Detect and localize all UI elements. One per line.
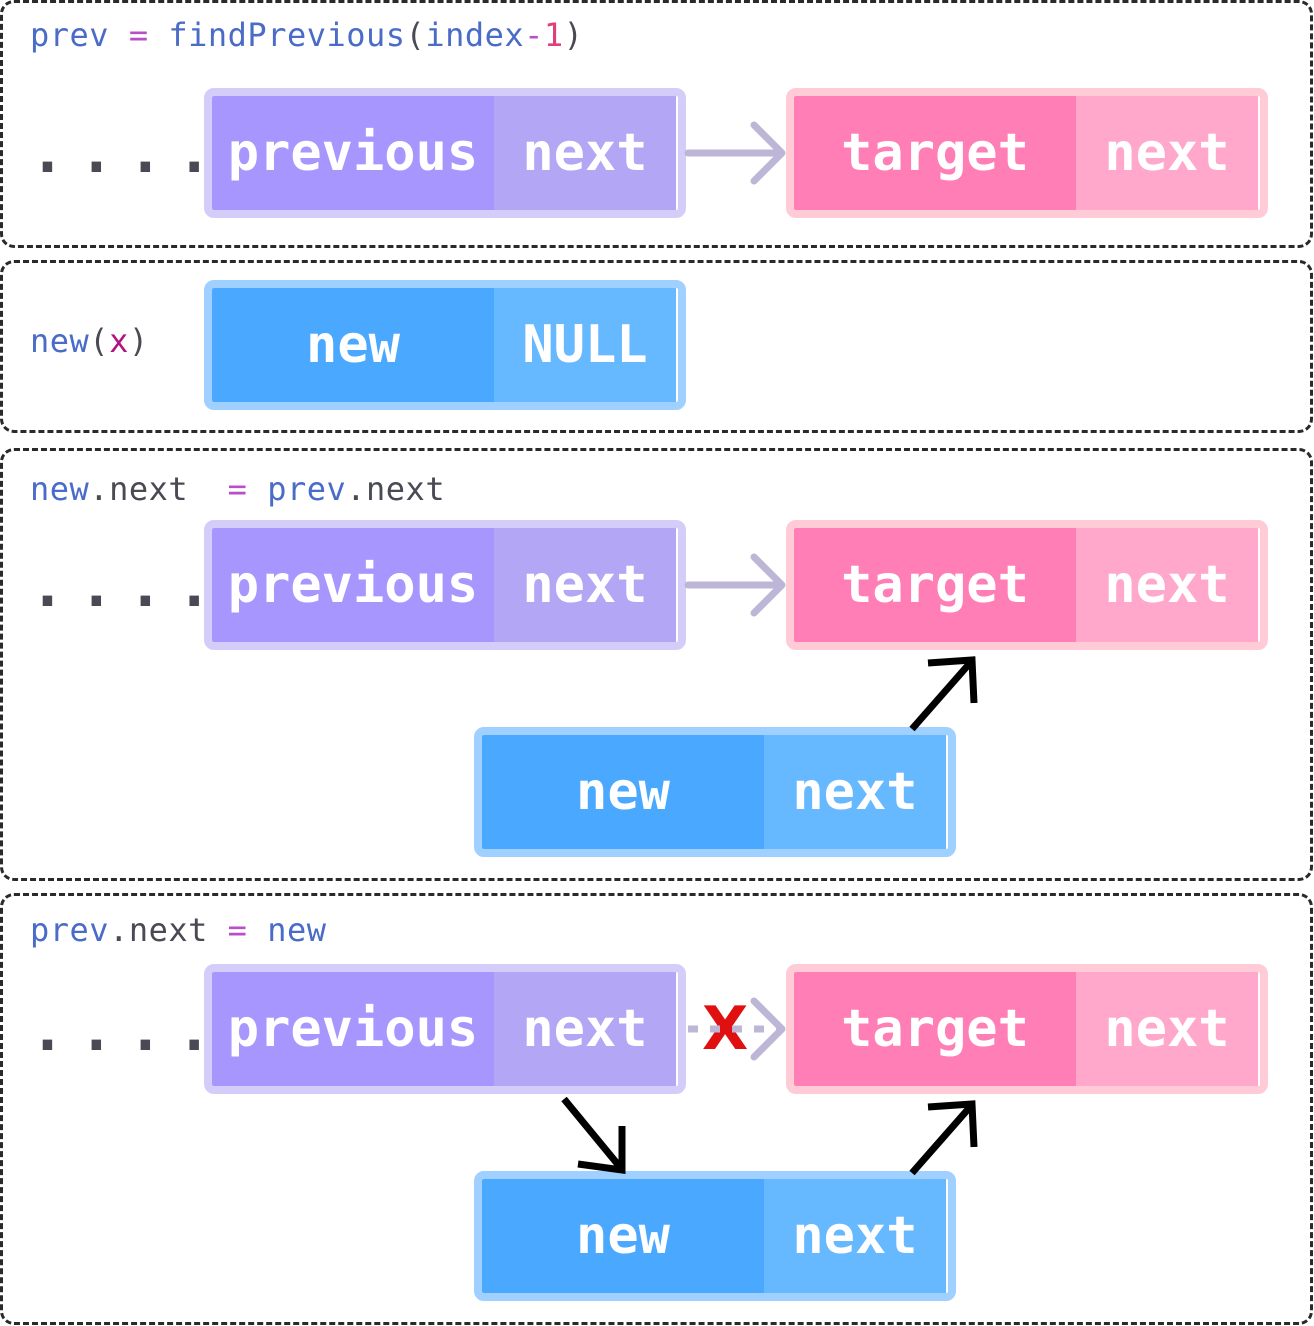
code-token: x	[109, 322, 129, 360]
code-new-next-assign: new.next = prev.next	[30, 470, 445, 508]
code-token: findPrevious	[168, 16, 406, 54]
code-token: =	[227, 911, 248, 949]
code-token: prev	[30, 16, 110, 54]
target-node: target next	[786, 520, 1268, 650]
code-token: new	[30, 322, 90, 360]
code-new-node: new(x)	[30, 322, 149, 360]
code-token: =	[227, 470, 248, 508]
previous-node-next: next	[494, 528, 676, 642]
new-node: new NULL	[204, 280, 686, 410]
previous-node: previous next	[204, 88, 686, 218]
code-token: 1	[543, 16, 564, 54]
new-node-data: new	[212, 288, 494, 402]
code-token: new	[267, 911, 327, 949]
code-prev-next-assign: prev.next = new	[30, 911, 326, 949]
new-node-next: next	[764, 1179, 946, 1293]
code-token: )	[563, 16, 584, 54]
previous-node-next: next	[494, 972, 676, 1086]
previous-node-next: next	[494, 96, 676, 210]
previous-node: previous next	[204, 964, 686, 1094]
previous-node-data: previous	[212, 972, 494, 1086]
target-node-data: target	[794, 972, 1076, 1086]
code-token: (	[89, 322, 110, 360]
previous-node: previous next	[204, 520, 686, 650]
code-token: .next	[346, 470, 446, 508]
new-node-next: next	[764, 735, 946, 849]
code-token: prev	[30, 911, 110, 949]
target-node: target next	[786, 88, 1268, 218]
target-node-next: next	[1076, 96, 1258, 210]
panel-link-new-to-target	[0, 448, 1313, 881]
new-node-next: NULL	[494, 288, 676, 402]
previous-node-data: previous	[212, 528, 494, 642]
previous-node-data: previous	[212, 96, 494, 210]
panel-find-previous	[0, 0, 1313, 248]
new-node-data: new	[482, 735, 764, 849]
target-node-next: next	[1076, 972, 1258, 1086]
code-token: )	[128, 322, 149, 360]
code-token: prev	[267, 470, 347, 508]
target-node-data: target	[794, 528, 1076, 642]
code-find-previous: prev = findPrevious(index-1)	[30, 16, 583, 54]
code-token: .next	[109, 911, 208, 949]
new-node-data: new	[482, 1179, 764, 1293]
target-node-next: next	[1076, 528, 1258, 642]
code-token: (	[405, 16, 426, 54]
code-token: -	[524, 16, 544, 54]
panel-link-prev-to-new	[0, 893, 1313, 1325]
new-node: new next	[474, 1171, 956, 1301]
code-token: =	[128, 16, 149, 54]
panel-create-node	[0, 260, 1313, 433]
code-token: new	[30, 470, 90, 508]
code-token: index	[425, 16, 525, 54]
new-node: new next	[474, 727, 956, 857]
code-token: .next	[89, 470, 189, 508]
target-node: target next	[786, 964, 1268, 1094]
target-node-data: target	[794, 96, 1076, 210]
broken-link-mark: X	[702, 994, 749, 1064]
